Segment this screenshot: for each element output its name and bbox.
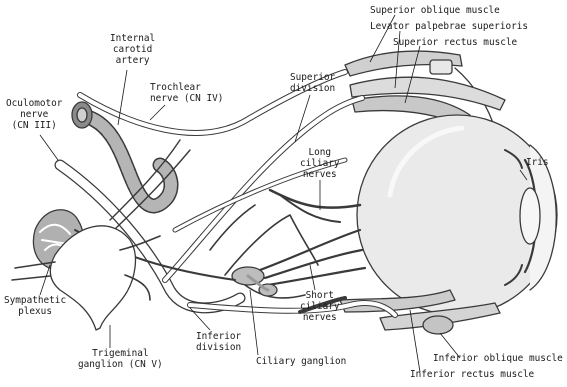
label-oculomotor-nerve: Oculomotor nerve (CN III) [6,98,62,131]
label-sympathetic-plexus: Sympathetic plexus [4,295,66,317]
label-inferior-oblique-muscle: Inferior oblique muscle [433,353,563,364]
long-ciliary-nerve-1 [270,190,360,208]
label-trochlear-nerve: Trochlear nerve (CN IV) [150,82,223,104]
short-ciliary-nerve-2 [265,250,362,278]
label-ciliary-ganglion: Ciliary ganglion [256,356,346,367]
label-inferior-rectus-muscle: Inferior rectus muscle [410,369,534,380]
label-long-ciliary-nerves: Long ciliary nerves [300,147,340,180]
label-iris: Iris [526,157,549,168]
label-short-ciliary-nerves: Short ciliary nerves [300,290,340,323]
label-levator-palpebrae: Levator palpebrae superioris [370,21,528,32]
short-ciliary-nerve-3 [268,268,365,285]
label-trigeminal-ganglion: Trigeminal ganglion (CN V) [78,348,163,370]
label-internal-carotid-artery: Internal carotid artery [110,33,155,66]
trochlea [430,60,452,74]
label-superior-division: Superior division [290,72,335,94]
lens [520,188,540,244]
label-superior-rectus-muscle: Superior rectus muscle [393,37,517,48]
label-inferior-division: Inferior division [196,331,241,353]
label-superior-oblique-muscle: Superior oblique muscle [370,5,500,16]
inferior-oblique-belly [423,316,453,334]
